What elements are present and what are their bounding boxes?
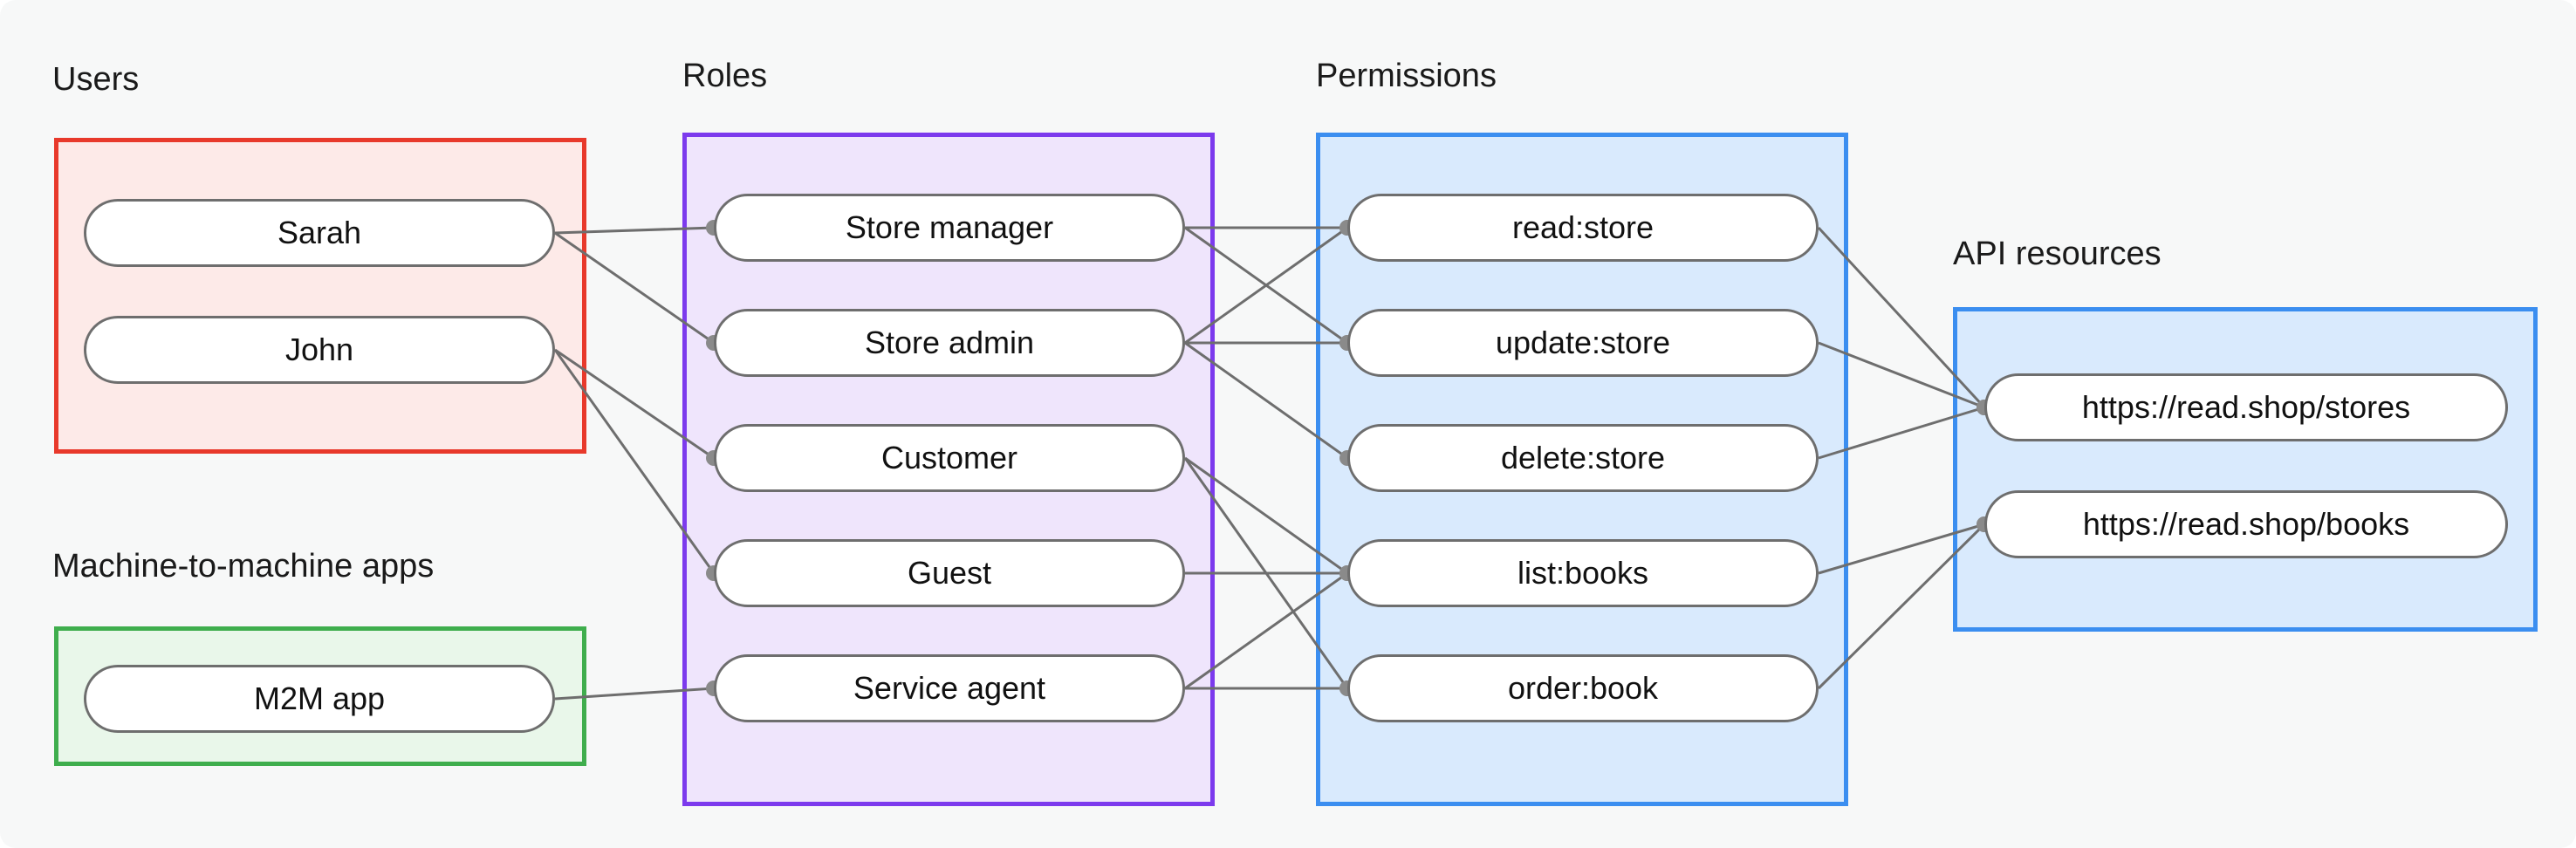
node-label-customer: Customer — [880, 440, 1018, 475]
node-store_manager[interactable]: Store manager — [714, 194, 1185, 262]
group-box-api — [1953, 307, 2538, 632]
node-read_store[interactable]: read:store — [1347, 194, 1819, 262]
node-m2mapp[interactable]: M2M app — [84, 665, 555, 733]
node-label-list_books: list:books — [1517, 555, 1649, 591]
node-list_books[interactable]: list:books — [1347, 539, 1819, 607]
group-label-permissions: Permissions — [1316, 58, 1497, 94]
node-guest[interactable]: Guest — [714, 539, 1185, 607]
node-label-service_agent: Service agent — [853, 670, 1046, 706]
group-box-users — [54, 138, 586, 454]
node-label-sarah: Sarah — [277, 215, 362, 250]
node-label-api_books: https://read.shop/books — [2082, 506, 2410, 542]
node-customer[interactable]: Customer — [714, 424, 1185, 492]
node-label-api_stores: https://read.shop/stores — [2081, 389, 2411, 425]
node-order_book[interactable]: order:book — [1347, 654, 1819, 722]
node-store_admin[interactable]: Store admin — [714, 309, 1185, 377]
node-label-update_store: update:store — [1495, 325, 1671, 360]
node-api_stores[interactable]: https://read.shop/stores — [1984, 373, 2508, 441]
node-service_agent[interactable]: Service agent — [714, 654, 1185, 722]
group-label-api: API resources — [1953, 236, 2162, 272]
group-label-users: Users — [52, 61, 140, 98]
node-delete_store[interactable]: delete:store — [1347, 424, 1819, 492]
node-api_books[interactable]: https://read.shop/books — [1984, 490, 2508, 558]
node-label-delete_store: delete:store — [1500, 440, 1666, 475]
node-label-store_admin: Store admin — [864, 325, 1035, 360]
node-update_store[interactable]: update:store — [1347, 309, 1819, 377]
group-label-roles: Roles — [682, 58, 768, 94]
node-label-store_manager: Store manager — [845, 209, 1054, 245]
group-label-m2m: Machine-to-machine apps — [52, 548, 435, 585]
node-label-m2mapp: M2M app — [253, 680, 386, 716]
node-label-guest: Guest — [907, 555, 992, 591]
node-label-read_store: read:store — [1511, 209, 1655, 245]
node-label-order_book: order:book — [1507, 670, 1659, 706]
node-label-john: John — [284, 332, 354, 367]
node-sarah[interactable]: Sarah — [84, 199, 555, 267]
node-john[interactable]: John — [84, 316, 555, 384]
